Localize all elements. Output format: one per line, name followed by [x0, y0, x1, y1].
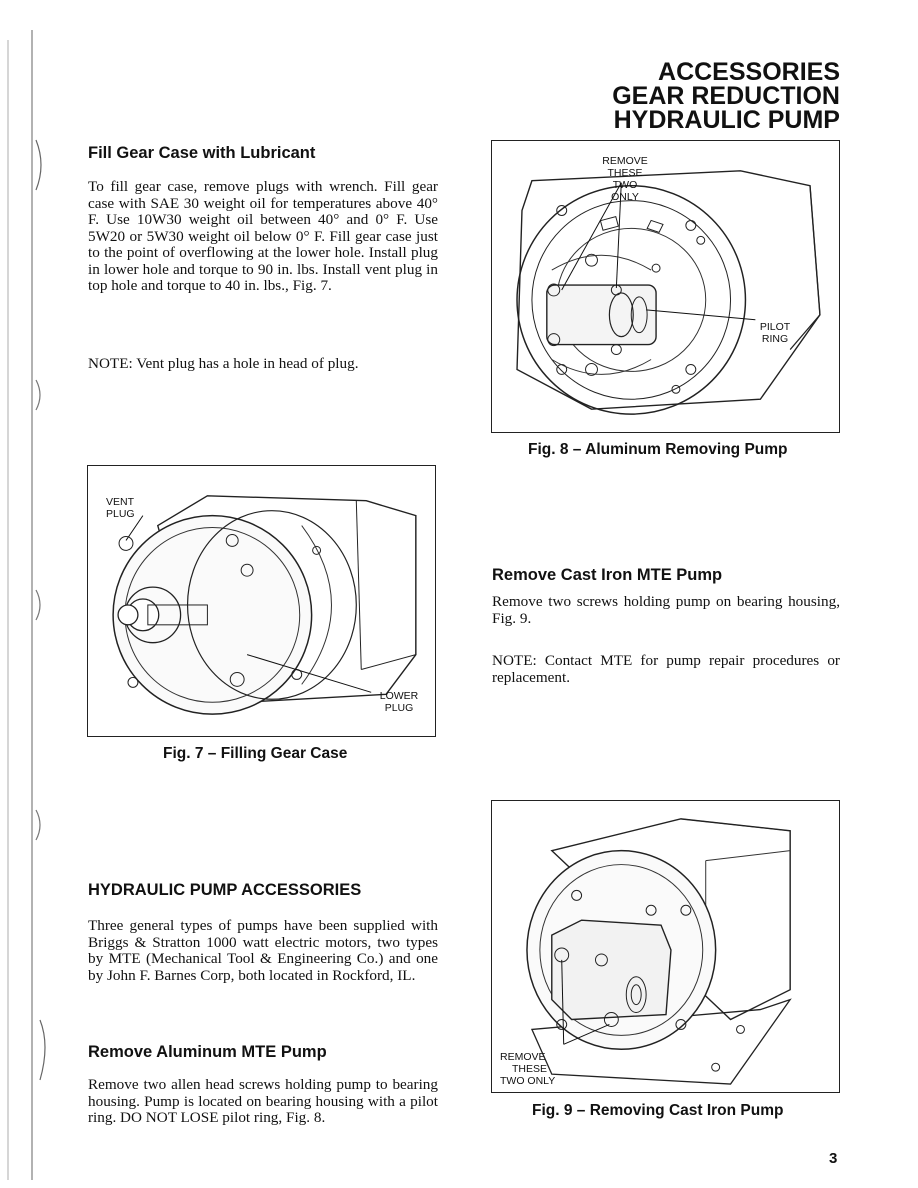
- cast-iron-paragraph: Remove two screws holding pump on bearin…: [492, 593, 840, 627]
- fig8-illustration: REMOVE THESE TWO ONLY PILOT RING: [491, 140, 840, 433]
- fig8-pilot-line-1: PILOT: [759, 321, 791, 333]
- fig8-caption: Fig. 8 – Aluminum Removing Pump: [528, 441, 788, 458]
- aluminum-pump-heading: Remove Aluminum MTE Pump: [88, 1043, 327, 1061]
- cast-iron-heading: Remove Cast Iron MTE Pump: [492, 566, 723, 584]
- fig7-lower-line-1: LOWER: [379, 690, 419, 702]
- fig7-vent-line-1: VENT: [106, 496, 135, 508]
- fig9-remove-line-3: TWO ONLY: [500, 1075, 556, 1087]
- aluminum-pump-paragraph: Remove two allen head screws holding pum…: [88, 1076, 438, 1126]
- fig8-remove-line-3: TWO ONLY: [611, 179, 639, 203]
- page-number: 3: [829, 1150, 838, 1167]
- fig9-illustration: REMOVE THESE TWO ONLY: [491, 800, 840, 1093]
- binding-marks: [7, 30, 46, 1180]
- hydraulic-accessories-paragraph: Three general types of pumps have been s…: [88, 917, 438, 984]
- fig8-pilot-label: PILOT RING: [755, 321, 795, 345]
- fig7-caption: Fig. 7 – Filling Gear Case: [163, 745, 348, 762]
- fig7-lower-line-2: PLUG: [384, 702, 414, 714]
- fig7-illustration: VENT PLUG LOWER PLUG: [87, 465, 436, 737]
- header-line-3: HYDRAULIC PUMP: [613, 106, 840, 134]
- fill-gear-heading: Fill Gear Case with Lubricant: [88, 144, 316, 162]
- fill-gear-paragraph: To fill gear case, remove plugs with wre…: [88, 178, 438, 294]
- fig9-remove-line-1: REMOVE: [500, 1051, 546, 1063]
- cast-iron-note: NOTE: Contact MTE for pump repair proced…: [492, 652, 840, 686]
- header-title: ACCESSORIES GEAR REDUCTION HYDRAULIC PUM…: [612, 58, 840, 134]
- hydraulic-accessories-heading: HYDRAULIC PUMP ACCESSORIES: [88, 881, 362, 899]
- fig8-remove-line-1: REMOVE: [602, 155, 648, 167]
- fill-gear-note: NOTE: Vent plug has a hole in head of pl…: [88, 355, 359, 372]
- fig7-vent-line-2: PLUG: [106, 508, 135, 520]
- fig9-caption: Fig. 9 – Removing Cast Iron Pump: [532, 1102, 784, 1119]
- fig8-pilot-line-2: RING: [761, 333, 789, 345]
- fig9-remove-line-2: THESE: [512, 1063, 548, 1075]
- fig8-remove-label: REMOVE THESE TWO ONLY: [600, 155, 650, 203]
- fig8-remove-line-2: THESE: [607, 167, 643, 179]
- fig7-vent-plug-label: VENT PLUG: [106, 496, 140, 520]
- fig9-remove-label: REMOVE THESE TWO ONLY: [500, 1051, 562, 1087]
- fig7-lower-plug-label: LOWER PLUG: [376, 690, 422, 714]
- header-line-2: GEAR REDUCTION: [612, 82, 840, 110]
- header-line-1: ACCESSORIES: [658, 58, 840, 86]
